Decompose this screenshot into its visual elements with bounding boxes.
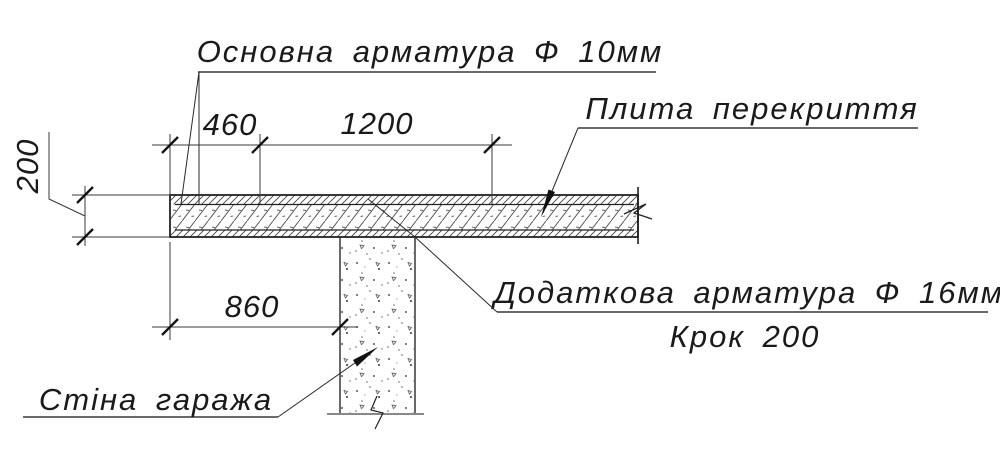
leader-arrow bbox=[541, 189, 555, 217]
callout-extra-rebar: Додаткова арматура Ф 16мм Крок 200 bbox=[367, 198, 1000, 354]
dim-tick bbox=[161, 136, 179, 154]
dim-tick bbox=[161, 318, 179, 336]
dim-tick bbox=[483, 136, 501, 154]
label-main-rebar: Основна арматура Ф 10мм bbox=[197, 34, 664, 69]
label-extra-rebar: Додаткова арматура Ф 16мм bbox=[491, 275, 1000, 310]
wall-concrete-texture bbox=[341, 237, 414, 414]
dimension-value-860: 860 bbox=[225, 289, 280, 324]
leader-line bbox=[367, 198, 498, 313]
dimension-wall-offset: 860 bbox=[152, 242, 358, 340]
dimension-top: 460 1200 bbox=[152, 106, 512, 204]
leader-line-diagonal bbox=[180, 71, 200, 205]
slab-top-cover-hatch bbox=[170, 195, 638, 205]
slab-core-hatch bbox=[170, 204, 638, 230]
callout-main-rebar: Основна арматура Ф 10мм bbox=[180, 34, 664, 205]
wall-break-symbol bbox=[370, 395, 384, 430]
label-extra-rebar-step: Крок 200 bbox=[670, 319, 821, 354]
label-wall: Стіна гаража bbox=[39, 382, 273, 417]
dim-tick bbox=[331, 318, 349, 336]
slab-bottom-cover-hatch bbox=[170, 230, 638, 237]
leader-arrow bbox=[353, 347, 378, 367]
slab-break-symbol bbox=[623, 203, 653, 220]
callout-slab: Плита перекриття bbox=[541, 91, 918, 217]
dim-tick bbox=[251, 136, 269, 154]
dimension-value-1200: 1200 bbox=[341, 106, 414, 141]
dimension-value-200: 200 bbox=[10, 139, 45, 195]
floor-slab bbox=[169, 187, 653, 244]
garage-wall bbox=[327, 237, 424, 430]
dimension-text-leader bbox=[48, 132, 86, 217]
callout-wall: Стіна гаража bbox=[23, 347, 378, 418]
dimension-slab-thickness: 200 bbox=[10, 132, 170, 246]
label-slab: Плита перекриття bbox=[585, 91, 918, 126]
dim-tick bbox=[76, 228, 94, 246]
dim-tick bbox=[76, 186, 94, 204]
dimension-value-460: 460 bbox=[203, 107, 258, 142]
